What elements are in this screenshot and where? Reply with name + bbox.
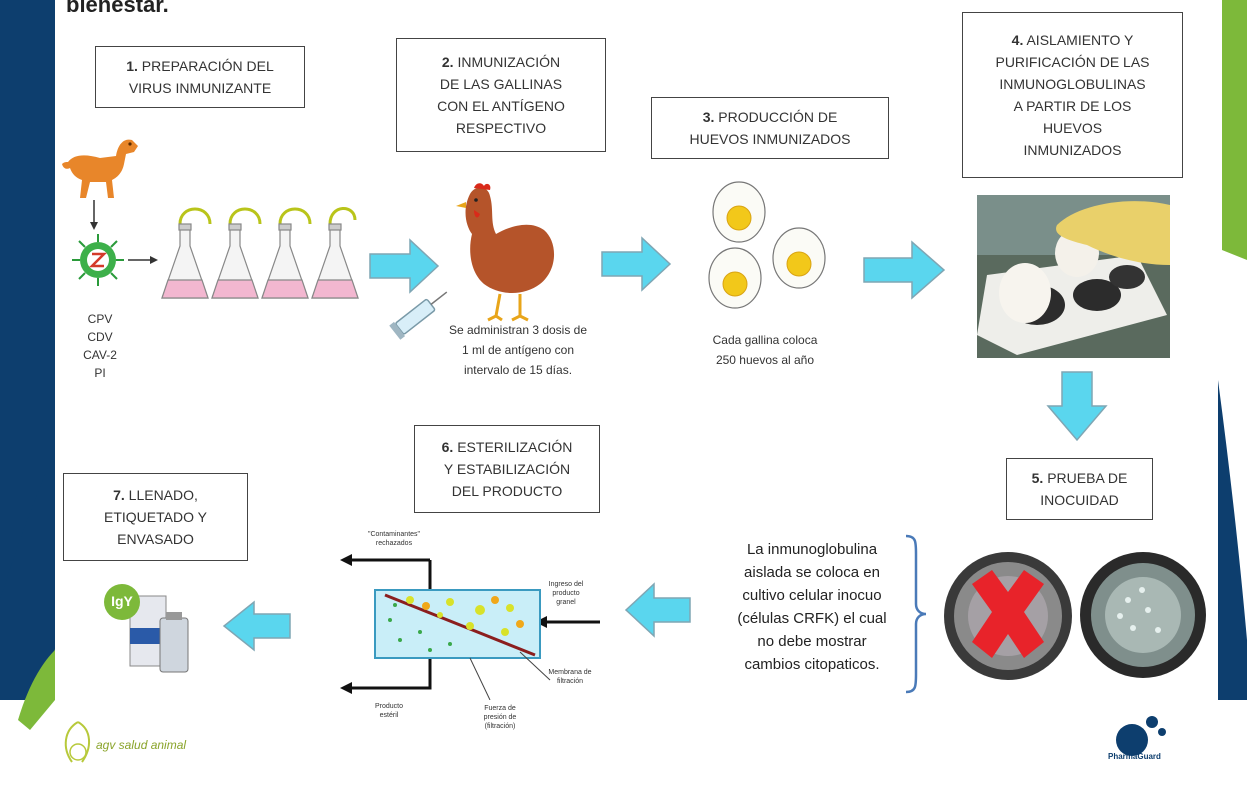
step-1-line-2: VIRUS INMUNIZANTE	[128, 80, 272, 96]
step-6-line-2: Y ESTABILIZACIÓN	[443, 461, 571, 477]
label-input-line-3: granel	[556, 599, 576, 606]
step-5-line-1: 5. PRUEBA DE	[1031, 470, 1128, 486]
virus-label-cav2: CAV-2	[83, 348, 117, 362]
inocuity-line-4: (células CRFK) el cual	[737, 610, 887, 627]
label-pressure-line-3: (filtración)	[484, 723, 516, 730]
step-4-line-5: HUEVOS	[1042, 120, 1103, 136]
step-7-line-1: 7. LLENADO,	[113, 487, 198, 503]
cell-culture-bad-photo	[944, 552, 1072, 680]
egg-note-line-1: Cada gallina coloca	[712, 333, 818, 347]
step-2-line-3: CON EL ANTÍGENO	[437, 98, 565, 114]
inocuity-line-6: cambios citopaticos.	[744, 656, 880, 673]
culture-flasks-illustration	[161, 207, 359, 299]
slide-title: bienestar.	[66, 0, 169, 17]
product-packaging-image	[104, 584, 189, 673]
step-6-box: 6. ESTERILIZACIÓN Y ESTABILIZACIÓN DEL P…	[414, 425, 600, 513]
arrow-step3-to-step4	[863, 240, 946, 300]
label-contaminants-line-1: "Contaminantes"	[367, 531, 421, 538]
arrow-step4-to-step5	[1046, 371, 1108, 442]
virus-icon	[72, 234, 124, 286]
virus-label-pi: PI	[94, 366, 106, 380]
label-product-line-1: Producto	[374, 703, 404, 710]
pharma-logo-text: PharmaGuard	[1108, 752, 1161, 761]
pharma-logo-icon	[1116, 716, 1166, 756]
inocuity-text: La inmunoglobulina aislada se coloca en …	[714, 538, 910, 676]
step-7-box: 7. LLENADO, ETIQUETADO Y ENVASADO	[63, 473, 248, 561]
step-4-line-1: 4. AISLAMIENTO Y	[1011, 32, 1134, 48]
label-pressure-line-1: Fuerza de	[484, 705, 516, 712]
label-product: Producto estéril	[364, 702, 414, 720]
dose-note-line-3: intervalo de 15 días.	[463, 363, 573, 377]
igy-label: IgY	[111, 593, 133, 609]
hen-illustration	[456, 183, 555, 322]
label-contaminants: "Contaminantes" rechazados	[364, 530, 424, 548]
virus-labels: CPV CDV CAV-2 PI	[80, 310, 120, 382]
egg-tray-photo	[977, 195, 1170, 358]
inocuity-line-1: La inmunoglobulina	[746, 541, 878, 558]
agv-logo-text: agv salud animal	[96, 738, 187, 752]
agv-logo-icon	[64, 721, 90, 763]
inocuity-bracket	[905, 534, 927, 694]
arrow-step1-to-step2	[369, 238, 440, 294]
dog-illustration	[62, 139, 138, 198]
membrane-filtration-diagram	[340, 554, 600, 700]
inocuity-line-5: no debe mostrar	[757, 633, 867, 650]
label-input: Ingreso del producto granel	[540, 580, 592, 607]
label-input-line-2: producto	[552, 590, 580, 597]
step-3-line-1: 3. PRODUCCIÓN DE	[702, 109, 838, 125]
step-5-line-2: INOCUIDAD	[1040, 492, 1119, 508]
dose-note: Se administran 3 dosis de 1 ml de antíge…	[428, 320, 608, 380]
label-contaminants-line-2: rechazados	[375, 540, 413, 547]
step-3-box: 3. PRODUCCIÓN DE HUEVOS INMUNIZADOS	[651, 97, 889, 159]
step-4-line-6: INMUNIZADOS	[1023, 142, 1122, 158]
step-1-box: 1. PREPARACIÓN DEL VIRUS INMUNIZANTE	[95, 46, 305, 108]
step-2-box: 2. INMUNIZACIÓN DE LAS GALLINAS CON EL A…	[396, 38, 606, 152]
label-input-line-1: Ingreso del	[548, 581, 584, 588]
step-2-line-1: 2. INMUNIZACIÓN	[441, 54, 561, 70]
step-6-line-3: DEL PRODUCTO	[451, 483, 563, 499]
label-product-line-2: estéril	[379, 712, 399, 719]
virus-label-cdv: CDV	[87, 330, 113, 344]
inocuity-line-3: cultivo celular inocuo	[742, 587, 882, 604]
arrow-step6-to-step7	[222, 600, 291, 652]
step-5-box: 5. PRUEBA DE INOCUIDAD	[1006, 458, 1153, 520]
dose-note-line-1: Se administran 3 dosis de	[448, 323, 588, 337]
step-2-line-4: RESPECTIVO	[455, 120, 547, 136]
cell-culture-good-photo	[1080, 552, 1206, 678]
label-pressure: Fuerza de presión de (filtración)	[470, 704, 530, 731]
egg-note: Cada gallina coloca 250 huevos al año	[690, 330, 840, 370]
step-4-line-4: A PARTIR DE LOS	[1013, 98, 1132, 114]
arrow-step5-to-step6	[624, 582, 691, 638]
step-4-line-3: INMUNOGLOBULINAS	[999, 76, 1146, 92]
step-7-line-2: ETIQUETADO Y	[104, 509, 207, 525]
label-membrane-line-1: Membrana de	[548, 669, 592, 676]
syringe-icon	[389, 291, 448, 340]
label-membrane-line-2: filtración	[556, 678, 584, 685]
dog-to-virus-arrow	[90, 200, 98, 230]
step-6-line-1: 6. ESTERILIZACIÓN	[441, 439, 573, 455]
step-1-line-1: 1. PREPARACIÓN DEL	[126, 58, 274, 74]
arrow-step2-to-step3	[601, 236, 672, 292]
step-2-line-2: DE LAS GALLINAS	[439, 76, 563, 92]
virus-label-cpv: CPV	[87, 312, 113, 326]
virus-to-flasks-arrow	[128, 256, 158, 264]
label-pressure-line-2: presión de	[483, 714, 517, 721]
dose-note-line-2: 1 ml de antígeno con	[461, 343, 575, 357]
step-4-line-2: PURIFICACIÓN DE LAS	[995, 54, 1150, 70]
step-4-box: 4. AISLAMIENTO Y PURIFICACIÓN DE LAS INM…	[962, 12, 1183, 178]
step-3-line-2: HUEVOS INMUNIZADOS	[689, 131, 851, 147]
eggs-illustration	[708, 181, 826, 309]
label-membrane: Membrana de filtración	[540, 668, 600, 686]
egg-note-line-2: 250 huevos al año	[715, 353, 815, 367]
inocuity-line-2: aislada se coloca en	[744, 564, 880, 581]
step-7-line-3: ENVASADO	[117, 531, 194, 547]
